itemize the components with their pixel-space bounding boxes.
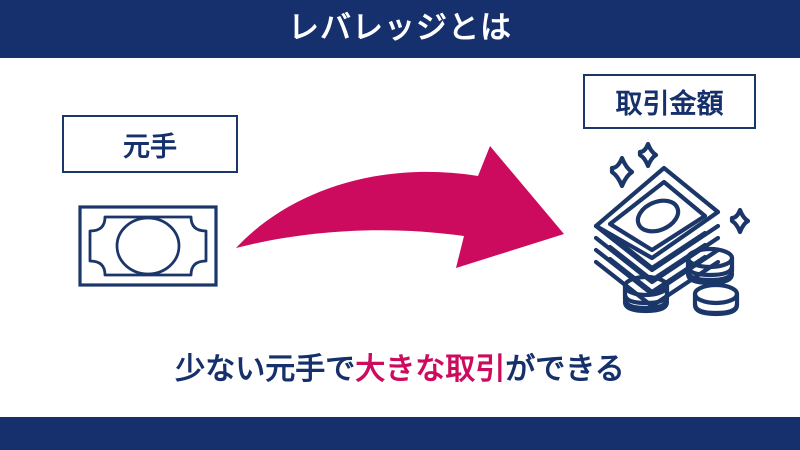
caption-segment-3: ができる	[505, 353, 625, 386]
caption-line: 少ない元手で大きな取引ができる	[0, 345, 800, 395]
curved-arrow-right-icon	[228, 140, 578, 290]
trade-amount-label-text: 取引金額	[615, 89, 724, 119]
caption-segment-2: 大きな取引	[355, 353, 506, 386]
header-bar	[0, 0, 800, 58]
sparkle-icon	[637, 141, 659, 169]
footer-bar	[0, 417, 800, 450]
coin-stack-icon	[685, 246, 735, 286]
trade-amount-label-box: 取引金額	[583, 74, 756, 129]
banknote-icon	[78, 205, 218, 287]
page-title: レバレッジとは	[288, 10, 512, 45]
caption-segment-1: 少ない元手で	[175, 353, 356, 386]
capital-label-text: 元手	[123, 131, 177, 162]
coin-stack-icon	[692, 282, 740, 317]
sparkle-icon	[729, 207, 751, 235]
capital-label-box: 元手	[62, 115, 238, 173]
banknote-stack	[593, 165, 721, 309]
money-stack-icon	[592, 138, 772, 318]
sparkle-icon	[609, 155, 635, 189]
coin-stack-icon	[622, 274, 670, 314]
